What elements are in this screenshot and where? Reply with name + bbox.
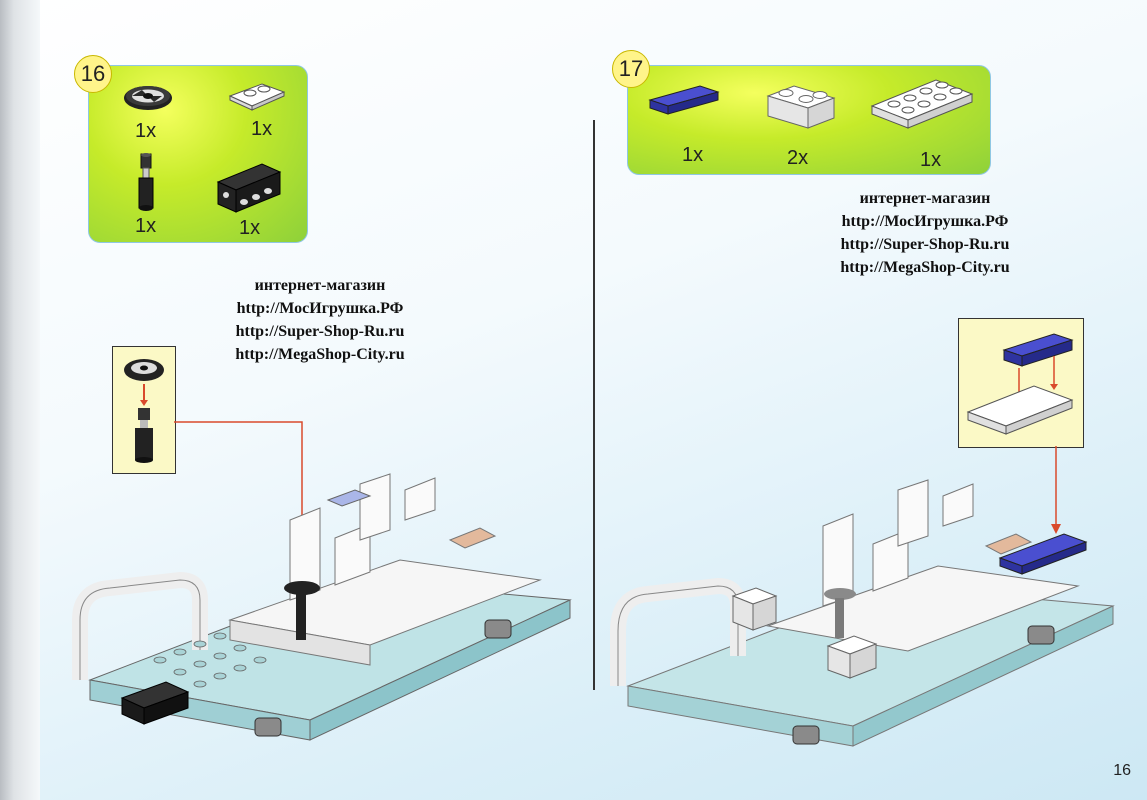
step-16-badge: 16 (74, 55, 112, 93)
tile-on-plate-assembly-icon (966, 333, 1074, 435)
step-17-badge: 17 (612, 50, 650, 88)
book-spine-shadow (0, 0, 40, 800)
step-17-qty-white-plate: 1x (920, 149, 942, 171)
black-bracket-plate-icon (216, 163, 282, 213)
shop-ad-right: интернет-магазин http://МосИгрушка.РФ ht… (805, 187, 1045, 279)
step-17-model-assembly (610, 446, 1115, 747)
step-17-qty-corner-brick: 2x (787, 147, 809, 169)
step-16-qty-bracket: 1x (239, 217, 261, 239)
shop-link-1[interactable]: http://МосИгрушка.РФ (236, 300, 404, 317)
shop-title-right: интернет-магазин (859, 190, 991, 207)
steering-wheel-icon (124, 86, 172, 110)
shop-link-2[interactable]: http://Super-Shop-Ru.ru (235, 323, 405, 340)
step-16-model-assembly (72, 421, 572, 741)
shop-link-right-3[interactable]: http://MegaShop-City.ru (840, 259, 1010, 276)
black-pillar-icon (138, 153, 154, 211)
shop-ad-left: интернет-магазин http://МосИгрушка.РФ ht… (205, 274, 435, 366)
blue-tile-1x4-icon (648, 85, 720, 115)
step-16-qty-pillar: 1x (135, 215, 157, 237)
page-divider-line (593, 120, 595, 690)
white-corner-brick-icon (766, 85, 836, 129)
page-number: 16 (1113, 762, 1131, 779)
step-16-qty-steering-wheel: 1x (135, 120, 157, 142)
shop-link-right-1[interactable]: http://МосИгрушка.РФ (841, 213, 1009, 230)
white-plate-1x2-icon (228, 83, 286, 111)
shop-link-3[interactable]: http://MegaShop-City.ru (235, 346, 405, 363)
shop-title: интернет-магазин (254, 277, 386, 294)
step-16-qty-white-plate: 1x (251, 118, 273, 140)
step-17-qty-blue-tile: 1x (682, 144, 704, 166)
steering-assembly-icon (124, 359, 164, 463)
white-plate-2x4-icon (870, 79, 974, 129)
shop-link-right-2[interactable]: http://Super-Shop-Ru.ru (840, 236, 1010, 253)
